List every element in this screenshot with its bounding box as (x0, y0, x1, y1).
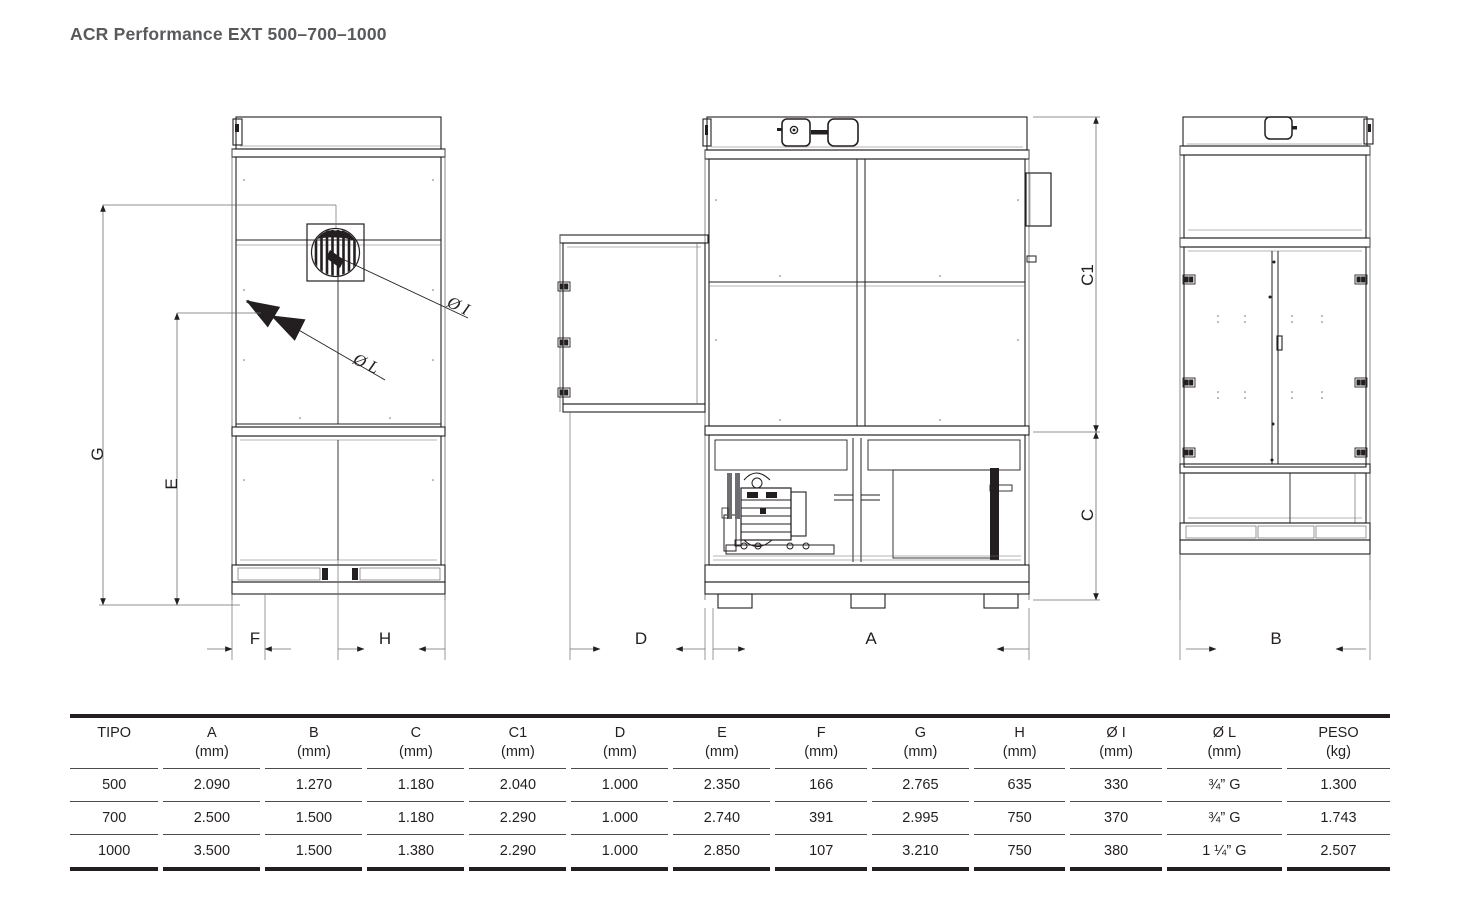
th-dia-i: Ø I(mm) (1065, 718, 1167, 770)
cell-dia-i: 370 (1065, 801, 1167, 836)
cell-h: 750 (968, 834, 1071, 872)
dim-A (712, 608, 1030, 660)
spec-table: TIPO A(mm) B(mm) C(mm) C1(mm) D(mm) E(mm… (70, 714, 1390, 872)
cell-a: 2.500 (158, 801, 266, 836)
right-view: B (1179, 116, 1374, 660)
th-e: E(mm) (668, 718, 776, 770)
cell-f: 107 (770, 834, 872, 872)
dia-l-label: Ø L (349, 349, 381, 378)
table-header-row: TIPO A(mm) B(mm) C(mm) C1(mm) D(mm) E(mm… (70, 718, 1390, 770)
cell-peso: 2.507 (1281, 834, 1390, 872)
th-peso: PESO(kg) (1281, 718, 1390, 770)
center-view: C1 C D A (557, 116, 1100, 660)
left-view: Ø I Ø L G E F (88, 116, 474, 660)
cell-tipo: 500 (70, 768, 164, 803)
cell-a: 2.090 (158, 768, 266, 803)
cell-b: 1.500 (260, 801, 368, 836)
fan-grille-detail (306, 223, 365, 282)
cell-d: 1.000 (566, 768, 674, 803)
spec-table-container: TIPO A(mm) B(mm) C(mm) C1(mm) D(mm) E(mm… (70, 714, 1390, 872)
cell-c: 1.180 (362, 768, 470, 803)
dim-C1-center-label: C1 (1078, 264, 1097, 286)
motor-detail (734, 472, 810, 550)
cell-g: 2.995 (866, 801, 974, 836)
cell-g: 2.765 (866, 768, 974, 803)
dim-A-label: A (865, 629, 877, 648)
cell-f: 391 (770, 801, 872, 836)
dim-B-label: B (1270, 629, 1281, 648)
th-tipo: TIPO (70, 718, 164, 770)
th-c: C(mm) (362, 718, 470, 770)
dim-B (1179, 554, 1371, 660)
technical-drawing: Ø I Ø L G E F (0, 60, 1457, 690)
th-b: B(mm) (260, 718, 368, 770)
cell-peso: 1.743 (1281, 801, 1390, 836)
table-row: 700 2.500 1.500 1.180 2.290 1.000 2.740 … (70, 801, 1390, 836)
cell-tipo: 700 (70, 801, 164, 836)
cell-e: 2.350 (668, 768, 776, 803)
cell-peso: 1.300 (1281, 768, 1390, 803)
cell-f: 166 (770, 768, 872, 803)
pallet-feet (717, 593, 1019, 609)
dim-F (207, 594, 291, 660)
cell-a: 3.500 (158, 834, 266, 872)
dim-C1-center (1033, 116, 1100, 433)
th-g: G(mm) (866, 718, 974, 770)
dia-i-label: Ø I (443, 292, 473, 320)
cell-d: 1.000 (566, 834, 674, 872)
dim-E-label: E (162, 478, 181, 489)
dia-i-leader (103, 204, 469, 319)
cell-d: 1.000 (566, 801, 674, 836)
dim-G-label: G (88, 447, 107, 460)
th-h: H(mm) (968, 718, 1071, 770)
table-row: 500 2.090 1.270 1.180 2.040 1.000 2.350 … (70, 768, 1390, 803)
cell-h: 635 (968, 768, 1071, 803)
cell-e: 2.740 (668, 801, 776, 836)
table-row: 1000 3.500 1.500 1.380 2.290 1.000 2.850… (70, 834, 1390, 872)
cell-c1: 2.290 (464, 801, 572, 836)
cell-tipo: 1000 (70, 834, 164, 872)
th-f: F(mm) (770, 718, 872, 770)
th-a: A(mm) (158, 718, 266, 770)
dim-H (337, 560, 446, 660)
cell-dia-i: 380 (1065, 834, 1167, 872)
cell-c1: 2.040 (464, 768, 572, 803)
cell-c1: 2.290 (464, 834, 572, 872)
th-dia-l: Ø L(mm) (1161, 718, 1287, 770)
cell-dia-l: 1 ¼” G (1161, 834, 1287, 872)
dim-H-label: H (379, 629, 391, 648)
page-title: ACR Performance EXT 500–700–1000 (70, 24, 387, 44)
th-c1: C1(mm) (464, 718, 572, 770)
th-d: D(mm) (566, 718, 674, 770)
dim-D (569, 412, 706, 660)
cell-b: 1.270 (260, 768, 368, 803)
dim-F-label: F (250, 629, 260, 648)
dim-C-center (1033, 431, 1100, 601)
cell-c: 1.180 (362, 801, 470, 836)
dim-G (99, 204, 240, 606)
dim-C-center-label: C (1078, 509, 1097, 521)
dia-l-leader (177, 299, 386, 381)
cell-dia-i: 330 (1065, 768, 1167, 803)
cell-g: 3.210 (866, 834, 974, 872)
cell-c: 1.380 (362, 834, 470, 872)
door-hinges (1182, 274, 1368, 458)
cell-h: 750 (968, 801, 1071, 836)
cell-dia-l: ¾” G (1161, 768, 1287, 803)
dim-D-label: D (635, 629, 647, 648)
cell-dia-l: ¾” G (1161, 801, 1287, 836)
cell-e: 2.850 (668, 834, 776, 872)
cell-b: 1.500 (260, 834, 368, 872)
